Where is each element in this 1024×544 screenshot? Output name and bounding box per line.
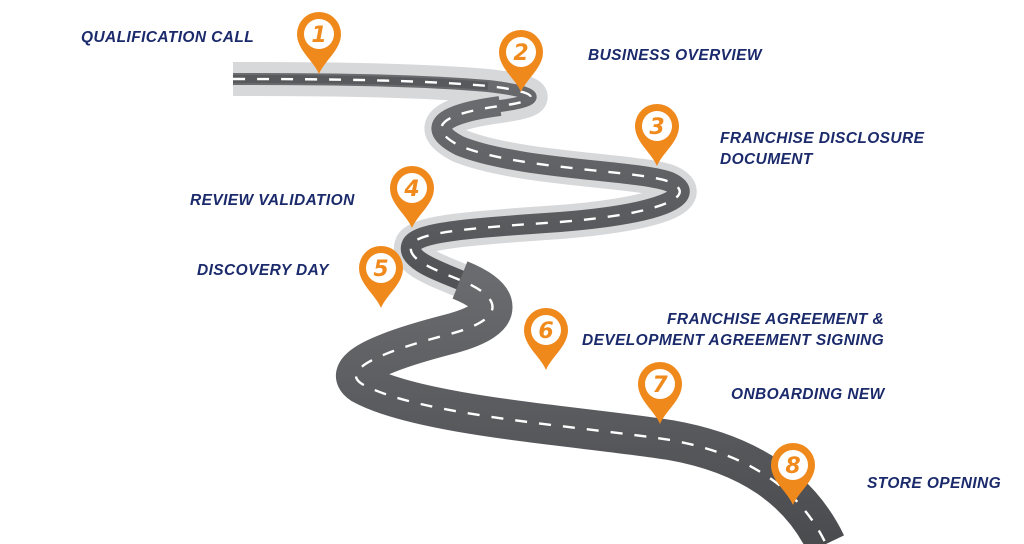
step-8-pin-icon: 8 <box>769 443 817 507</box>
road-surface-start <box>232 75 489 90</box>
step-7-pin-icon: 7 <box>636 362 684 426</box>
step-8-number: 8 <box>785 454 800 479</box>
step-3-number: 3 <box>649 115 664 140</box>
step-1-pin-icon: 1 <box>295 12 343 76</box>
step-5-pin-icon: 5 <box>357 246 405 310</box>
step-6-number: 6 <box>538 319 553 344</box>
step-7-label: ONBOARDING NEW <box>731 386 885 403</box>
step-3-pin-icon: 3 <box>633 104 681 168</box>
step-6-label: FRANCHISE AGREEMENT & DEVELOPMENT AGREEM… <box>582 311 885 349</box>
step-1-label: QUALIFICATION CALL <box>81 29 255 46</box>
step-3-label: FRANCHISE DISCLOSURE DOCUMENT <box>720 130 925 168</box>
step-5-label: DISCOVERY DAY <box>197 262 329 279</box>
step-4-label: REVIEW VALIDATION <box>190 192 355 209</box>
step-4-pin-icon: 4 <box>388 166 436 230</box>
step-1-number: 1 <box>311 23 326 48</box>
step-6-pin-icon: 6 <box>522 308 570 372</box>
road-center-line <box>232 77 828 544</box>
step-2-number: 2 <box>513 41 528 66</box>
step-8-label: STORE OPENING <box>867 475 1002 492</box>
road-surface-mid <box>401 96 690 344</box>
step-7-number: 7 <box>652 373 668 398</box>
step-4-number: 4 <box>403 177 419 202</box>
step-2-pin-icon: 2 <box>497 30 545 94</box>
step-2-label: BUSINESS OVERVIEW <box>588 47 762 64</box>
step-5-number: 5 <box>373 257 388 282</box>
